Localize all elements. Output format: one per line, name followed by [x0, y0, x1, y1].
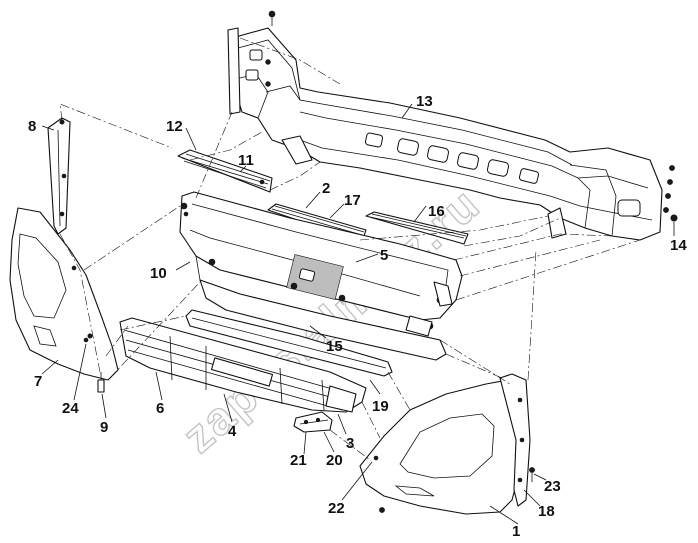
callout-9: 9: [100, 419, 108, 436]
callout-14: 14: [670, 237, 687, 254]
part-13-support-frame: [227, 10, 678, 241]
part-8-left-bracket: [47, 117, 71, 235]
part-10-grille-frame: [179, 191, 463, 361]
callout-5: 5: [380, 247, 388, 264]
callout-18: 18: [538, 503, 555, 520]
part-15-trim-bar: [185, 309, 393, 377]
callout-15: 15: [326, 338, 343, 355]
callout-11: 11: [238, 152, 254, 169]
part-7-left-corner-panel: [9, 207, 119, 381]
part-3-bracket: [293, 411, 333, 433]
part-6-front-grille: [119, 317, 367, 413]
callout-1: 1: [512, 523, 520, 540]
callout-19: 19: [372, 398, 389, 415]
callout-23: 23: [544, 478, 561, 495]
callout-20: 20: [326, 452, 343, 469]
callout-22: 22: [328, 500, 345, 517]
callout-13: 13: [416, 93, 433, 110]
callout-21: 21: [290, 452, 307, 469]
part-1-right-corner-panel: [359, 373, 531, 515]
callout-16: 16: [428, 203, 445, 220]
callout-7: 7: [34, 373, 42, 390]
callout-24: 24: [62, 400, 79, 417]
callout-4: 4: [228, 423, 237, 440]
callout-8: 8: [28, 118, 36, 135]
callout-12: 12: [166, 118, 183, 135]
part-24-clip: [87, 333, 93, 339]
part-12-grille-strip: [177, 149, 273, 193]
callout-10: 10: [150, 265, 167, 282]
callout-labels: 1 2 3 4 5 6 7 8 9 10 11 12 13 14 15 16 1…: [28, 93, 687, 540]
assembly-lead-lines: [59, 37, 641, 461]
callout-leaders: [41, 103, 675, 525]
part-9-fastener: [97, 372, 105, 393]
callout-2: 2: [322, 180, 330, 197]
part-23-fastener: [529, 467, 535, 482]
callout-6: 6: [156, 400, 164, 417]
callout-3: 3: [346, 435, 354, 452]
callout-17: 17: [344, 192, 361, 209]
